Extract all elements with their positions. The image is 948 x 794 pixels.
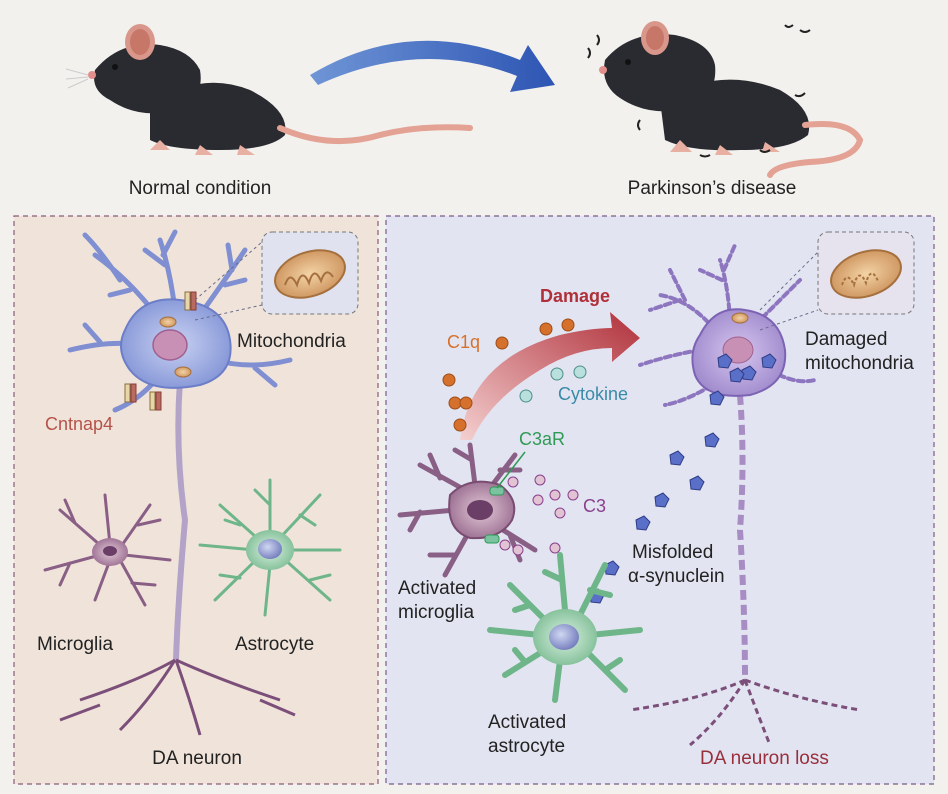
mitochondria-inset-damaged	[817, 231, 915, 315]
label-act-microglia-2: microglia	[398, 602, 474, 623]
label-damaged-mito-2: mitochondria	[805, 353, 914, 374]
label-c3ar: C3aR	[519, 429, 565, 449]
transition-arrow	[310, 40, 555, 92]
label-damage: Damage	[540, 286, 610, 306]
mouse-normal	[65, 24, 473, 155]
caption-normal: Normal condition	[129, 178, 272, 199]
alpha-synuclein-aggregates	[589, 390, 725, 604]
cytokine-molecules	[519, 365, 587, 403]
mitochondria-inset-healthy	[261, 231, 359, 315]
astrocyte-resting	[198, 478, 342, 617]
label-misfolded-2: α-synuclein	[628, 566, 725, 587]
label-damaged-mito-1: Damaged	[805, 329, 887, 350]
damage-arrow	[460, 312, 640, 440]
label-act-astrocyte-2: astrocyte	[488, 736, 565, 757]
degenerating-da-neuron	[629, 243, 861, 747]
label-misfolded-1: Misfolded	[632, 542, 713, 563]
microglia-resting	[43, 493, 172, 607]
microglia-activated	[397, 442, 538, 578]
label-astrocyte: Astrocyte	[235, 634, 314, 655]
label-c1q: C1q	[447, 332, 480, 352]
caption-parkinson: Parkinson’s disease	[628, 178, 797, 199]
label-da-neuron: DA neuron	[152, 748, 242, 769]
c3ar-receptor-icon	[489, 486, 505, 496]
cntnap4-protein-icon	[124, 291, 197, 411]
label-act-microglia-1: Activated	[398, 578, 476, 599]
label-act-astrocyte-1: Activated	[488, 712, 566, 733]
c3-molecules	[499, 474, 579, 556]
label-microglia: Microglia	[37, 634, 113, 655]
mouse-parkinson	[587, 21, 864, 178]
label-c3: C3	[583, 496, 606, 516]
label-cntnap4: Cntnap4	[45, 414, 113, 434]
c3ar-receptor-icon-2	[484, 534, 500, 544]
astrocyte-activated	[487, 552, 643, 703]
label-mitochondria: Mitochondria	[237, 331, 346, 352]
c1q-molecules	[442, 318, 575, 432]
label-cytokine: Cytokine	[558, 384, 628, 404]
label-da-neuron-loss: DA neuron loss	[700, 748, 829, 769]
healthy-da-neuron	[59, 229, 296, 736]
